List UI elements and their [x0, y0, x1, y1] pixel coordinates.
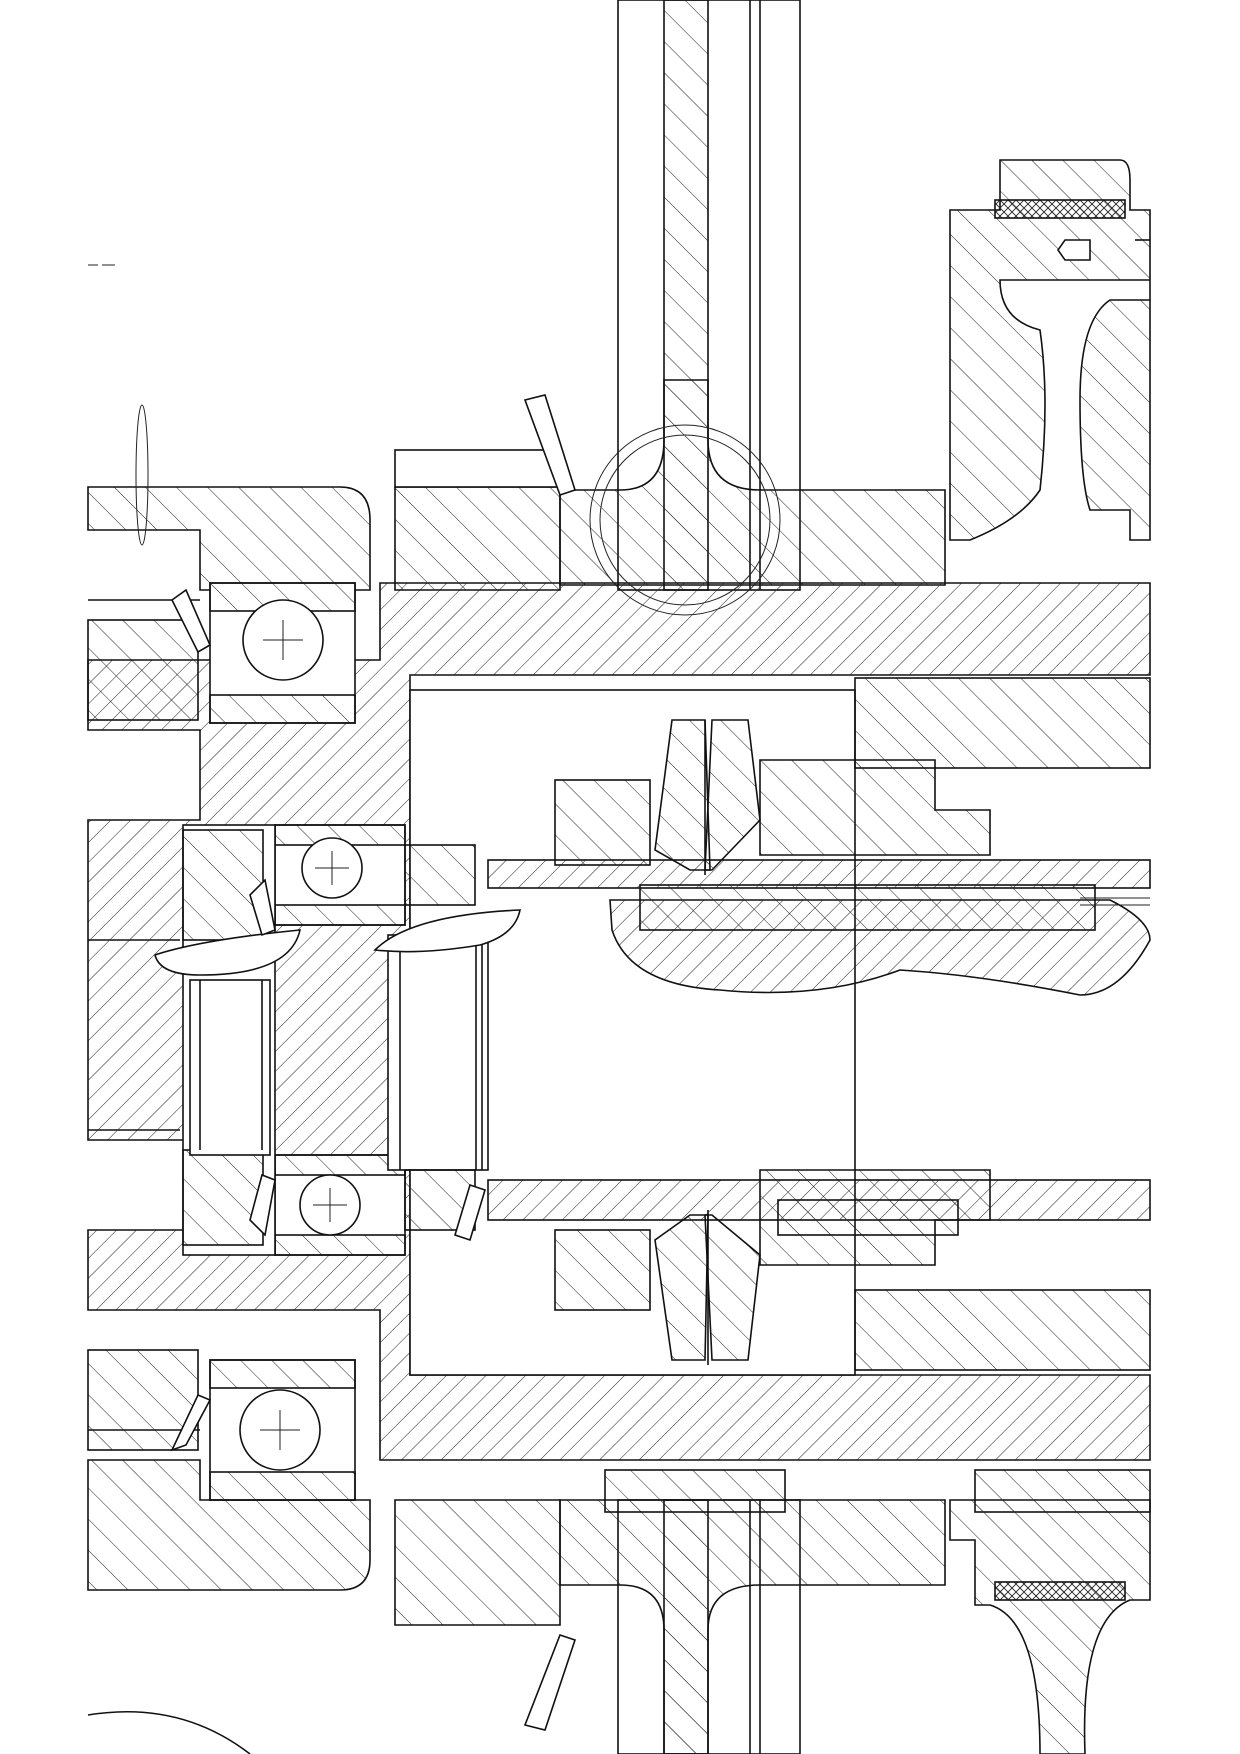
key-lower [604, 1469, 786, 1513]
retaining-rings [170, 588, 486, 1452]
ball-bearing-top-left [209, 582, 356, 724]
vertical-shaft-top [559, 0, 946, 591]
ball-bearing-bottom-left [209, 1359, 356, 1501]
pulley-top [949, 159, 1151, 541]
ball-bearing-lower-inner [274, 1154, 406, 1256]
vertical-shaft-bottom [559, 1499, 946, 1754]
bevel-gear-lower [554, 1210, 761, 1365]
upper-boss [394, 394, 576, 591]
lower-boss [394, 1499, 577, 1731]
pulley-bottom [949, 1499, 1151, 1754]
ball-bearing-upper-inner [274, 824, 406, 926]
partial-arc-bottom-left [87, 1710, 251, 1754]
bevel-gear-upper [554, 719, 761, 875]
detail-circle [589, 424, 781, 616]
